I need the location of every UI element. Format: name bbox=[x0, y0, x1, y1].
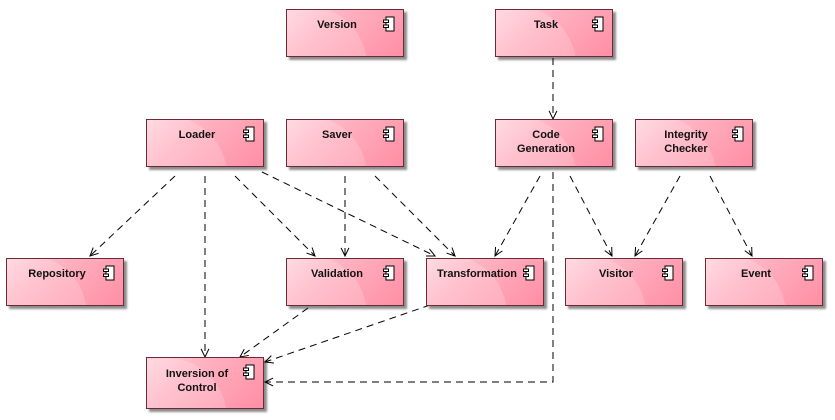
component-code-generation[interactable]: Code Generation bbox=[495, 119, 613, 167]
dependency-loader-to-validation bbox=[234, 175, 316, 257]
component-label: Task bbox=[533, 19, 559, 31]
dependency-transformation-to-inversion-of-control bbox=[263, 304, 431, 364]
dependency-code-generation-to-inversion-of-control bbox=[263, 172, 554, 387]
component-repository[interactable]: Repository bbox=[6, 258, 124, 306]
component-saver[interactable]: Saver bbox=[286, 119, 404, 167]
uml-component-icon bbox=[383, 16, 395, 32]
uml-component-icon bbox=[383, 265, 395, 281]
dependency-validation-to-inversion-of-control bbox=[239, 307, 309, 358]
uml-component-icon bbox=[592, 126, 604, 142]
dependency-loader-to-transformation bbox=[261, 171, 437, 257]
uml-component-icon bbox=[523, 265, 535, 281]
component-label: Loader bbox=[178, 129, 216, 141]
component-label: Code Generation bbox=[516, 129, 576, 155]
component-transformation[interactable]: Transformation bbox=[426, 258, 544, 306]
component-event[interactable]: Event bbox=[705, 258, 823, 306]
component-label: Saver bbox=[322, 129, 352, 141]
component-label: Inversion of Control bbox=[165, 368, 229, 394]
component-version[interactable]: Version bbox=[286, 9, 404, 57]
uml-component-icon bbox=[103, 265, 115, 281]
component-visitor[interactable]: Visitor bbox=[565, 258, 683, 306]
component-loader[interactable]: Loader bbox=[146, 119, 264, 167]
component-label: Integrity Checker bbox=[664, 129, 708, 155]
uml-component-icon bbox=[662, 265, 674, 281]
dependency-task-to-code-generation bbox=[548, 58, 558, 121]
dependency-saver-to-transformation bbox=[374, 175, 456, 257]
dependency-code-generation-to-visitor bbox=[569, 175, 613, 258]
component-label: Version bbox=[317, 19, 357, 31]
component-validation[interactable]: Validation bbox=[286, 258, 404, 306]
dependency-loader-to-repository bbox=[89, 175, 176, 257]
uml-component-icon bbox=[732, 126, 744, 142]
uml-component-icon bbox=[243, 126, 255, 142]
component-label: Validation bbox=[311, 268, 363, 280]
dependency-code-generation-to-transformation bbox=[494, 175, 541, 258]
uml-component-icon bbox=[243, 364, 255, 380]
uml-component-icon bbox=[802, 265, 814, 281]
dependency-integrity-checker-to-event bbox=[709, 175, 753, 258]
component-inversion-of-control[interactable]: Inversion of Control bbox=[146, 357, 264, 409]
component-label: Event bbox=[741, 268, 771, 280]
component-label: Transformation bbox=[436, 268, 518, 280]
component-task[interactable]: Task bbox=[495, 9, 613, 57]
dependency-saver-to-validation bbox=[340, 176, 350, 258]
component-label: Repository bbox=[28, 268, 86, 280]
dependency-integrity-checker-to-visitor bbox=[634, 175, 681, 258]
dependency-loader-to-inversion-of-control bbox=[200, 176, 210, 359]
uml-component-icon bbox=[592, 16, 604, 32]
component-label: Visitor bbox=[598, 268, 634, 280]
component-integrity-checker[interactable]: Integrity Checker bbox=[635, 119, 753, 167]
uml-component-icon bbox=[383, 126, 395, 142]
